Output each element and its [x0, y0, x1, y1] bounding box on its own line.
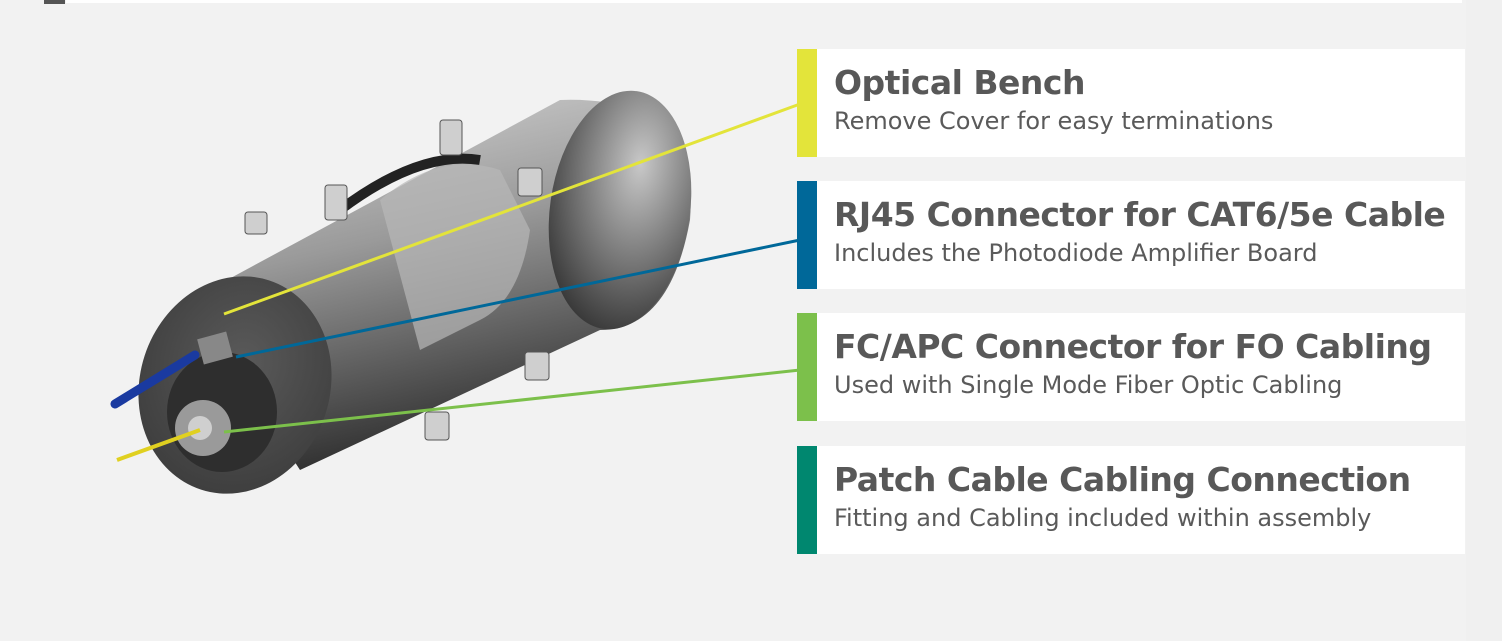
- cat6-cable: [110, 350, 200, 409]
- callout-color-bar: [797, 181, 817, 289]
- header-bar: [66, 0, 1462, 3]
- callout-patch-cable: Patch Cable Cabling Connection Fitting a…: [797, 446, 1465, 554]
- header-accent-mark: [44, 0, 65, 4]
- leader-line-fc-apc: [223, 368, 801, 434]
- callout-title: FC/APC Connector for FO Cabling: [834, 327, 1432, 366]
- right-margin: [1466, 0, 1502, 641]
- callout-description: Used with Single Mode Fiber Optic Cablin…: [834, 371, 1343, 399]
- callout-title: Optical Bench: [834, 63, 1085, 102]
- fiber-cable: [116, 428, 201, 462]
- callout-color-bar: [797, 49, 817, 157]
- callout-rj45-connector: RJ45 Connector for CAT6/5e Cable Include…: [797, 181, 1465, 289]
- callout-title: RJ45 Connector for CAT6/5e Cable: [834, 195, 1446, 234]
- callout-optical-bench: Optical Bench Remove Cover for easy term…: [797, 49, 1465, 157]
- callout-description: Remove Cover for easy terminations: [834, 107, 1274, 135]
- callout-color-bar: [797, 313, 817, 421]
- callout-title: Patch Cable Cabling Connection: [834, 460, 1411, 499]
- enclosure-body: [138, 90, 692, 494]
- callout-fc-apc-connector: FC/APC Connector for FO Cabling Used wit…: [797, 313, 1465, 421]
- leader-line-optical-bench: [223, 102, 801, 316]
- callout-color-bar: [797, 446, 817, 554]
- leader-line-rj45: [235, 238, 801, 359]
- callout-description: Includes the Photodiode Amplifier Board: [834, 239, 1318, 267]
- mounting-screws: [244, 119, 550, 441]
- callout-description: Fitting and Cabling included within asse…: [834, 504, 1372, 532]
